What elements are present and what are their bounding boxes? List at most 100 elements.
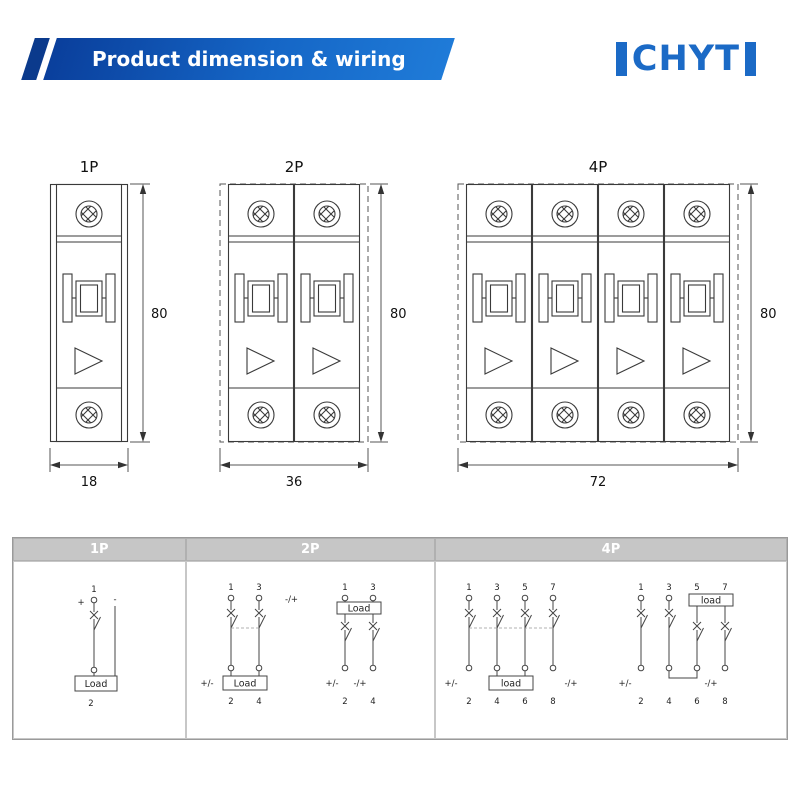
terminal-2: 2 xyxy=(89,699,94,709)
wiring-lines-2p-a xyxy=(222,594,268,691)
load-box xyxy=(488,675,534,691)
terminal-6: 6 xyxy=(694,697,699,707)
load-box xyxy=(222,675,268,691)
wiring-lines-2p-b xyxy=(336,594,382,672)
terminal-1: 1 xyxy=(228,583,233,593)
breaker-body-1p xyxy=(49,183,129,443)
arrow-right-icon xyxy=(118,461,128,469)
width-dim-label-1p: 18 xyxy=(81,475,98,490)
breaker-body-2p xyxy=(228,185,360,442)
height-dim-label-4p: 80 xyxy=(760,307,777,322)
panel-2p-label: 2P xyxy=(285,158,304,176)
wiring-diagram-2p: 1 3 -/+ +/- Load 2 4 1 3 Load xyxy=(200,583,382,707)
wiring-header-2p: 2P xyxy=(185,538,435,561)
arrow-left-icon xyxy=(50,461,60,469)
wiring-lines-1p xyxy=(74,596,118,692)
arrow-left-icon xyxy=(220,461,230,469)
arrow-right-icon xyxy=(728,461,738,469)
load-label: Load xyxy=(347,604,370,615)
wiring-lines-4p-a xyxy=(464,594,560,691)
page-title: Product dimension & wiring xyxy=(92,47,406,71)
wiring-header-4p: 4P xyxy=(434,538,787,561)
page-header: Product dimension & wiring CHYT xyxy=(0,0,800,80)
wiring-diagram-1p: 1 + - Load 2 xyxy=(74,585,118,709)
height-dim-label-2p: 80 xyxy=(390,307,407,322)
dimension-drawing-2p: 2P 80 36 xyxy=(219,158,407,490)
terminal-5: 5 xyxy=(522,583,527,593)
terminal-4: 4 xyxy=(256,697,261,707)
polarity-bottom-right: -/+ xyxy=(704,679,717,689)
logo-left-bar-icon xyxy=(615,42,627,76)
height-dimension-lines-2p xyxy=(370,183,388,443)
load-box xyxy=(74,675,118,692)
logo-right-bar-icon xyxy=(745,42,756,76)
terminal-4: 4 xyxy=(370,697,375,707)
height-dim-label-1p: 80 xyxy=(151,307,168,322)
width-dim-label-2p: 36 xyxy=(286,475,303,490)
terminal-1: 1 xyxy=(92,585,97,595)
arrow-up-icon xyxy=(377,184,385,194)
terminal-3: 3 xyxy=(370,583,375,593)
polarity-bottom-right: -/+ xyxy=(564,679,577,689)
load-box xyxy=(688,593,734,607)
polarity-bottom-left: +/- xyxy=(618,679,631,689)
terminal-3: 3 xyxy=(494,583,499,593)
arrow-up-icon xyxy=(139,184,147,194)
wiring-cell-4p: 1 3 5 7 +/- load -/+ 2 4 6 8 xyxy=(434,561,787,739)
terminal-3: 3 xyxy=(256,583,261,593)
breaker-body-4p xyxy=(466,185,730,442)
panel-1p-label: 1P xyxy=(80,158,99,176)
terminal-1: 1 xyxy=(342,583,347,593)
arrow-down-icon xyxy=(377,432,385,442)
polarity-bottom-left: +/- xyxy=(325,679,338,689)
arrow-left-icon xyxy=(458,461,468,469)
width-dimension-lines-2p xyxy=(219,448,369,472)
load-box xyxy=(336,601,382,615)
banner-shape: Product dimension & wiring xyxy=(43,38,455,80)
arrow-right-icon xyxy=(358,461,368,469)
load-label: Load xyxy=(85,679,108,690)
dimension-drawing-1p: 1P 80 18 xyxy=(49,158,168,490)
height-dimension-lines-1p xyxy=(130,183,150,443)
title-banner: Product dimension & wiring xyxy=(21,38,455,80)
terminal-7: 7 xyxy=(722,583,727,593)
height-dimension-lines-4p xyxy=(740,183,758,443)
width-dim-label-4p: 72 xyxy=(590,475,607,490)
terminal-2: 2 xyxy=(638,697,643,707)
polarity-bottom-right: -/+ xyxy=(353,679,366,689)
arrow-down-icon xyxy=(139,432,147,442)
terminal-5: 5 xyxy=(694,583,699,593)
terminal-1: 1 xyxy=(466,583,471,593)
polarity-top-right: -/+ xyxy=(285,595,298,605)
polarity-bottom-left: +/- xyxy=(444,679,457,689)
arrow-down-icon xyxy=(747,432,755,442)
terminal-1: 1 xyxy=(638,583,643,593)
load-label: load xyxy=(501,679,521,690)
minus-label: - xyxy=(114,595,117,605)
terminal-4: 4 xyxy=(666,697,671,707)
width-dimension-lines-1p xyxy=(49,448,129,472)
wiring-diagram-4p: 1 3 5 7 +/- load -/+ 2 4 6 8 xyxy=(444,583,734,707)
terminal-4: 4 xyxy=(494,697,499,707)
polarity-bottom-left: +/- xyxy=(200,679,213,689)
dimension-drawing-4p: 4P 80 72 xyxy=(457,158,777,490)
wiring-lines-4p-b xyxy=(636,593,734,679)
wiring-table: 1P 2P 4P 1 + - Load 2 xyxy=(12,537,788,740)
terminal-8: 8 xyxy=(550,697,555,707)
terminal-8: 8 xyxy=(722,697,727,707)
plus-label: + xyxy=(78,598,85,608)
wiring-cell-2p: 1 3 -/+ +/- Load 2 4 1 3 Load xyxy=(185,561,435,739)
terminal-2: 2 xyxy=(228,697,233,707)
brand-logo: CHYT xyxy=(615,38,756,79)
dimension-drawings: 1P 80 18 2P xyxy=(0,158,800,493)
terminal-2: 2 xyxy=(466,697,471,707)
terminal-2: 2 xyxy=(342,697,347,707)
arrow-up-icon xyxy=(747,184,755,194)
width-dimension-lines-4p xyxy=(457,448,739,472)
wiring-header-1p: 1P xyxy=(13,538,186,561)
panel-4p-label: 4P xyxy=(589,158,608,176)
terminal-3: 3 xyxy=(666,583,671,593)
terminal-6: 6 xyxy=(522,697,527,707)
logo-text: CHYT xyxy=(631,38,740,79)
